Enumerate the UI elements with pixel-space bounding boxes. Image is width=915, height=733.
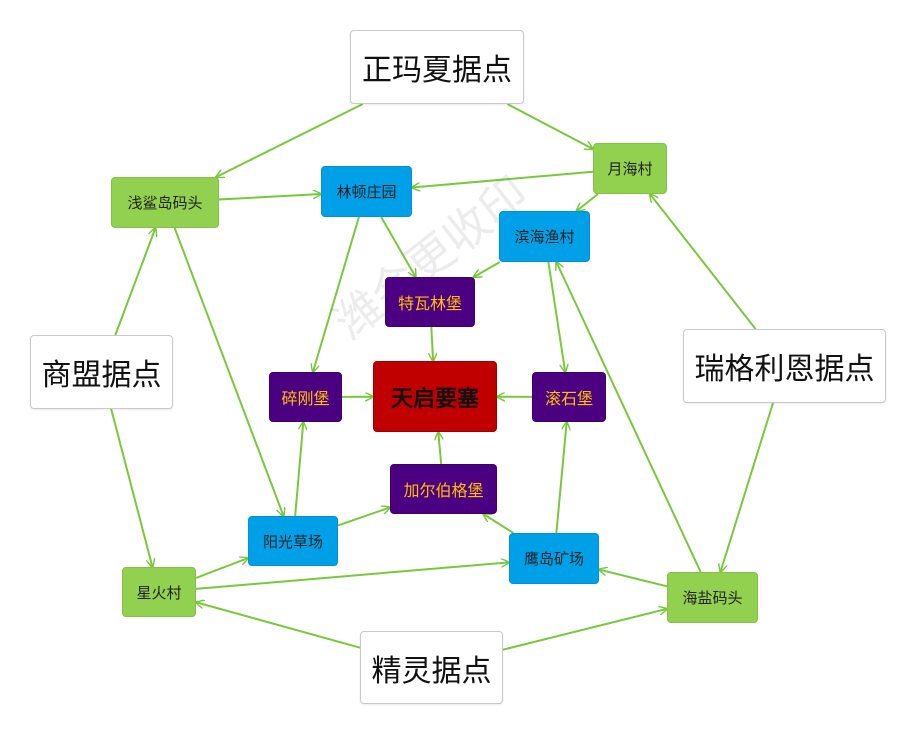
- edge-qianshadao-to-lindun: [218, 194, 321, 201]
- edge-binhai-to-tewalin: [474, 261, 501, 277]
- edge-yangguang-to-suigang: [294, 422, 303, 517]
- edge-yingdao-to-jiaerbo: [483, 514, 514, 534]
- node-yangguang[interactable]: 阳光草场: [248, 516, 338, 566]
- edge-xinghuo-to-yingdao: [195, 562, 509, 590]
- edge-yuehai-to-lindun: [412, 170, 594, 188]
- edge-jingling-to-haiyan: [502, 609, 667, 651]
- node-lindun[interactable]: 林顿庄园: [321, 166, 412, 217]
- edge-haiyan-to-binhai: [556, 262, 702, 573]
- edge-yuehai-to-binhai: [577, 193, 599, 211]
- edge-lindun-to-tewalin: [380, 216, 415, 277]
- node-shangmeng-base[interactable]: 商盟据点: [30, 335, 173, 409]
- edge-ruigelien-to-haiyan: [720, 402, 774, 572]
- node-yuehai[interactable]: 月海村: [593, 143, 667, 194]
- node-binhai[interactable]: 滨海渔村: [499, 211, 590, 262]
- node-haiyan[interactable]: 海盐码头: [667, 572, 758, 623]
- edge-jiaerbo-to-tianqi: [438, 432, 441, 465]
- edge-shangmeng-to-xinghuo: [110, 408, 152, 567]
- node-jiaerbo[interactable]: 加尔伯格堡: [390, 464, 497, 514]
- edge-binhai-to-gunshi: [547, 261, 565, 372]
- edge-yangguang-to-jiaerbo: [337, 507, 390, 527]
- edge-haiyan-to-yingdao: [599, 570, 668, 588]
- edge-ruigelien-to-yuehai: [650, 194, 757, 330]
- node-tianqi-core[interactable]: 天启要塞: [373, 361, 497, 432]
- edge-zhengmaxia-to-qianshadao: [216, 103, 364, 177]
- node-tewalin[interactable]: 特瓦林堡: [385, 277, 475, 327]
- node-gunshi[interactable]: 滚石堡: [532, 372, 606, 422]
- edge-xinghuo-to-yangguang: [195, 558, 248, 579]
- node-yingdao[interactable]: 鹰岛矿场: [509, 533, 599, 584]
- node-zhengmaxia-base[interactable]: 正玛夏据点: [350, 30, 524, 104]
- node-ruigelien-base[interactable]: 瑞格利恩据点: [683, 329, 886, 403]
- node-suigang[interactable]: 碎刚堡: [269, 372, 342, 422]
- edge-shangmeng-to-qianshadao: [114, 228, 155, 336]
- node-qianshadao[interactable]: 浅鲨岛码头: [111, 177, 219, 228]
- node-xinghuo[interactable]: 星火村: [122, 567, 196, 617]
- edge-qianshadao-to-yangguang: [173, 227, 284, 516]
- edge-tewalin-to-tianqi: [431, 326, 433, 361]
- edge-jingling-to-xinghuo: [196, 602, 361, 649]
- edge-lindun-to-suigang: [313, 216, 360, 372]
- node-jingling-base[interactable]: 精灵据点: [360, 631, 503, 704]
- edge-zhengmaxia-to-yuehai: [506, 103, 593, 149]
- edge-yingdao-to-gunshi: [555, 422, 566, 534]
